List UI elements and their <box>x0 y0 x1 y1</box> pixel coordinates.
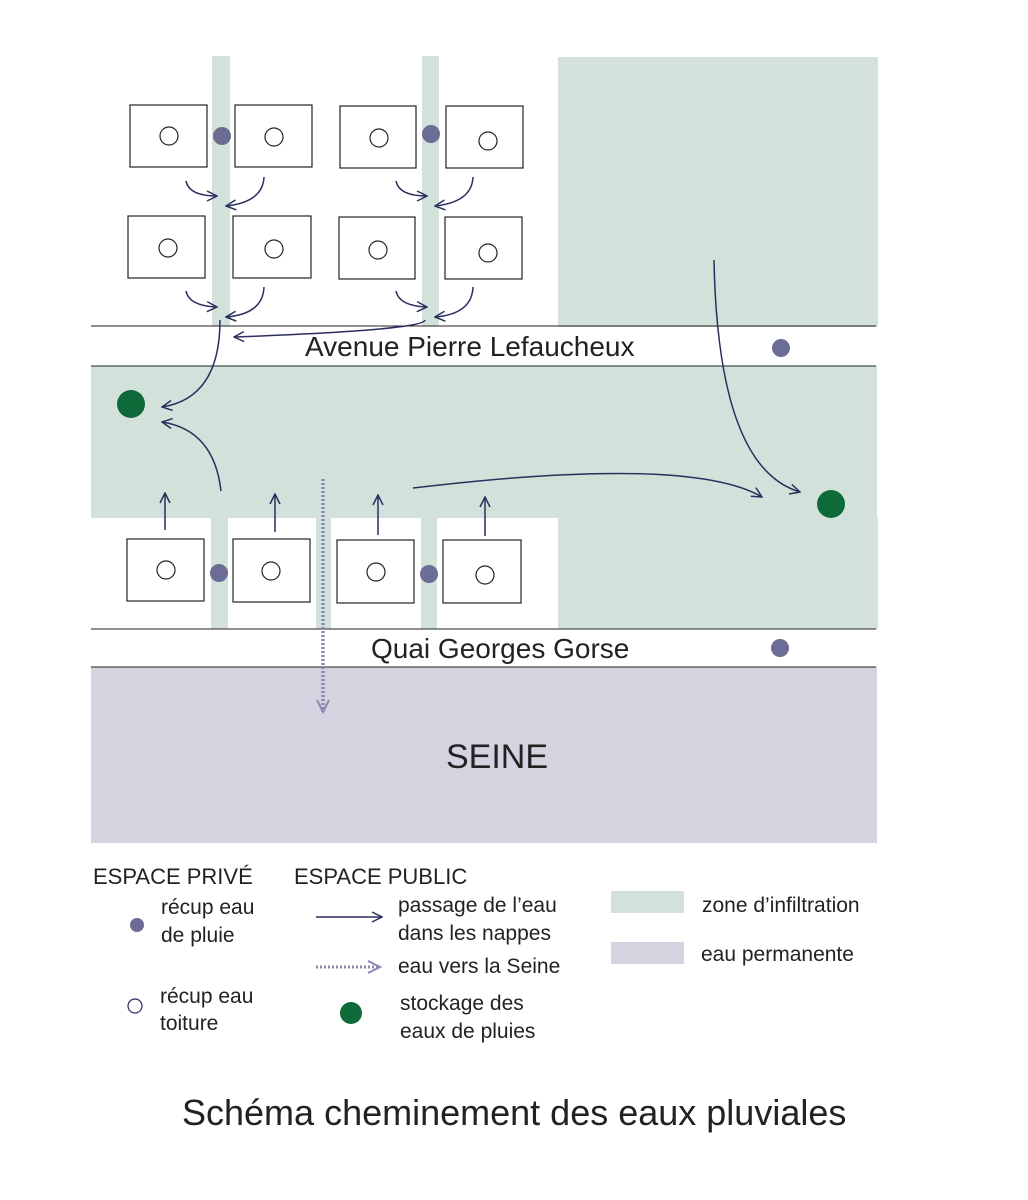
flow-arrow <box>435 286 474 317</box>
legend-storage-line1: stockage des <box>400 992 524 1015</box>
legend-infiltration: zone d’infiltration <box>702 894 860 917</box>
roof-recup-icon <box>127 998 143 1014</box>
rain-recup-icon <box>772 339 790 357</box>
seine-label: SEINE <box>446 738 548 776</box>
flow-arrow <box>162 319 221 407</box>
storage-icon <box>340 1002 362 1024</box>
building <box>129 104 208 168</box>
rain-recup-icon <box>213 127 231 145</box>
roof-recup-icon <box>156 560 176 580</box>
flow-arrow <box>395 180 427 196</box>
avenue-label: Avenue Pierre Lefaucheux <box>305 331 635 362</box>
legend-roof-recup-line2: toiture <box>160 1012 218 1035</box>
rain-recup-icon <box>130 918 144 932</box>
flow-arrow <box>713 259 800 492</box>
roof-recup-icon <box>369 128 389 148</box>
roof-recup-icon <box>475 565 495 585</box>
flow-arrow <box>185 180 217 196</box>
rain-recup-icon <box>422 125 440 143</box>
flow-arrow <box>185 290 217 307</box>
building <box>338 216 416 280</box>
rain-recup-icon <box>420 565 438 583</box>
storage-icon <box>117 390 145 418</box>
seine-river <box>91 667 877 843</box>
legend-storage-line2: eaux de pluies <box>400 1020 535 1043</box>
flow-arrow <box>226 286 265 317</box>
storage-icon <box>817 490 845 518</box>
legend-public-header: ESPACE PUBLIC <box>294 864 467 889</box>
legend-permanent-water: eau permanente <box>701 943 854 966</box>
flow-arrow <box>162 422 222 492</box>
flow-arrows <box>162 176 800 536</box>
building <box>127 215 206 279</box>
building <box>234 104 313 168</box>
legend-groundwater-line2: dans les nappes <box>398 922 551 945</box>
roof-recup-icon <box>478 243 498 263</box>
flow-arrow <box>226 176 265 206</box>
roof-recup-icon <box>478 131 498 151</box>
roof-recup-icon <box>158 238 178 258</box>
flow-arrow <box>435 176 474 206</box>
diagram-title: Schéma cheminement des eaux pluviales <box>182 1092 846 1133</box>
building <box>126 538 205 602</box>
roof-recup-icon <box>264 127 284 147</box>
legend-rain-recup-line2: de pluie <box>161 924 235 947</box>
building <box>442 539 522 604</box>
legend: ESPACE PRIVÉ ESPACE PUBLIC récup eau de … <box>93 864 860 1043</box>
rain-recup-icon <box>771 639 789 657</box>
legend-groundwater-line1: passage de l’eau <box>398 894 557 917</box>
infiltration-strip <box>212 56 230 326</box>
flow-arrow <box>234 319 426 337</box>
infiltration-strip <box>422 56 439 326</box>
quai-label: Quai Georges Gorse <box>371 633 629 664</box>
infiltration-swatch <box>611 891 684 913</box>
roof-recup-icon <box>366 562 386 582</box>
permanent-water-swatch <box>611 942 684 964</box>
building <box>232 215 312 279</box>
flow-arrow <box>395 290 427 307</box>
rain-recup-icon <box>210 564 228 582</box>
rain-recup-points <box>210 125 790 657</box>
infiltration-park <box>558 57 878 327</box>
roof-recup-icon <box>261 561 281 581</box>
roof-recup-icon <box>264 239 284 259</box>
legend-water-to-seine: eau vers la Seine <box>398 955 560 978</box>
building <box>336 539 415 604</box>
building <box>444 216 523 280</box>
buildings <box>126 104 524 604</box>
legend-private-header: ESPACE PRIVÉ <box>93 864 253 889</box>
flow-arrow <box>412 472 762 497</box>
storage-points <box>117 390 845 518</box>
legend-rain-recup-line1: récup eau <box>161 896 254 919</box>
legend-roof-recup-line1: récup eau <box>160 985 253 1008</box>
roof-recup-icon <box>159 126 179 146</box>
building <box>445 105 524 169</box>
infiltration-lower-park <box>558 517 878 629</box>
street-lines <box>91 325 876 668</box>
roof-recup-icon <box>368 240 388 260</box>
building <box>232 538 311 603</box>
building <box>339 105 417 169</box>
